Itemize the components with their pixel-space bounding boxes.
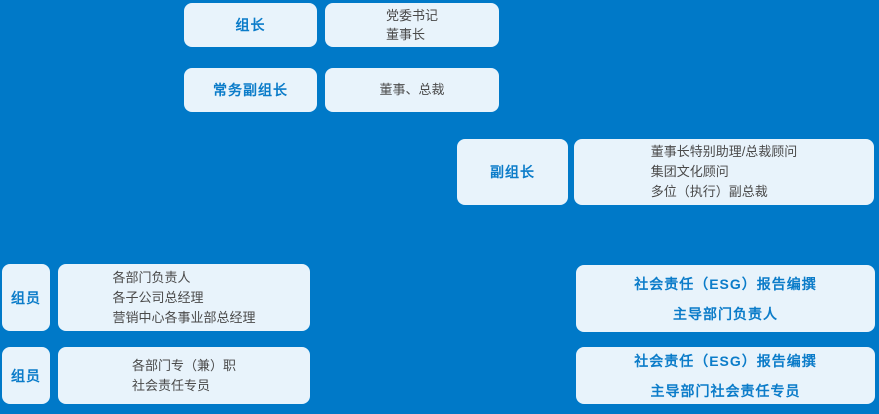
detail-line: 董事长特别助理/总裁顾问 xyxy=(650,144,798,159)
role-box-deputy-leader: 副组长 xyxy=(457,139,568,205)
role-box-executive-deputy-leader: 常务副组长 xyxy=(184,68,317,112)
role-box-group-leader: 组长 xyxy=(184,3,317,47)
esg-box-report-lead-department-head: 社会责任（ESG）报告编撰 主导部门负责人 xyxy=(576,265,875,332)
detail-line: 多位（执行）副总裁 xyxy=(650,184,768,199)
esg-line: 社会责任（ESG）报告编撰 xyxy=(634,352,817,369)
detail-line: 社会责任专员 xyxy=(131,377,210,393)
role-box-member-2: 组员 xyxy=(2,347,50,404)
detail-box-group-leader: 党委书记 董事长 xyxy=(325,3,499,47)
detail-line: 董事长 xyxy=(385,27,425,42)
role-label: 组员 xyxy=(11,289,41,306)
detail-line: 党委书记 xyxy=(385,8,438,23)
role-label: 常务副组长 xyxy=(213,82,288,98)
detail-box-member-1: 各部门负责人 各子公司总经理 营销中心各事业部总经理 xyxy=(58,264,310,331)
detail-box-deputy-leader: 董事长特别助理/总裁顾问 集团文化顾问 多位（执行）副总裁 xyxy=(574,139,874,205)
detail-box-executive-deputy-leader: 董事、总裁 xyxy=(325,68,499,112)
detail-line: 营销中心各事业部总经理 xyxy=(112,309,256,325)
role-box-member-1: 组员 xyxy=(2,264,50,331)
esg-box-report-lead-csr-specialist: 社会责任（ESG）报告编撰 主导部门社会责任专员 xyxy=(576,347,875,404)
esg-line: 主导部门负责人 xyxy=(673,305,778,322)
detail-box-member-2: 各部门专（兼）职 社会责任专员 xyxy=(58,347,310,404)
detail-line: 集团文化顾问 xyxy=(650,164,729,179)
detail-line: 各部门负责人 xyxy=(112,269,191,285)
role-label: 组长 xyxy=(235,17,266,33)
role-label: 副组长 xyxy=(490,164,535,180)
esg-line: 社会责任（ESG）报告编撰 xyxy=(634,275,817,292)
detail-line: 各子公司总经理 xyxy=(112,289,204,305)
esg-line: 主导部门社会责任专员 xyxy=(650,382,801,399)
detail-line: 各部门专（兼）职 xyxy=(131,357,236,373)
role-label: 组员 xyxy=(11,367,41,384)
detail-line: 董事、总裁 xyxy=(379,82,445,97)
